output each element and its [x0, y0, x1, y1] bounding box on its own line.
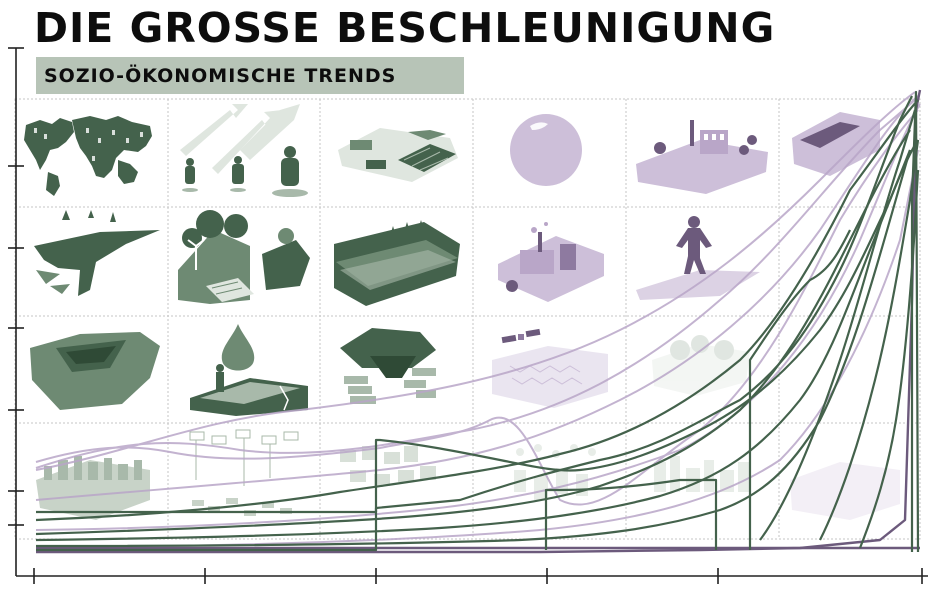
page-subtitle: SOZIO-ÖKONOMISCHE TRENDS	[44, 64, 397, 87]
trend-curve	[35, 95, 919, 501]
telecommunication-satellite-icon	[492, 328, 608, 408]
aviation-airplane-icon	[34, 210, 160, 296]
urbanisation-arrows-people-icon	[180, 104, 308, 197]
dam-landscape-icon	[792, 112, 880, 176]
globe-sphere-icon	[510, 114, 582, 186]
agriculture-fields-icon	[338, 128, 458, 182]
chemistry-factory-icon	[498, 222, 604, 302]
trend-curve	[35, 99, 916, 469]
city-buildings-icon	[36, 456, 150, 520]
forest-faded-icon	[652, 335, 750, 396]
tourism-person-icon	[636, 216, 760, 300]
trend-curve	[544, 478, 718, 550]
trend-curve	[35, 103, 921, 531]
x-axis	[16, 568, 928, 584]
fertilizer-funnel-icon	[340, 328, 436, 404]
trend-curve	[35, 129, 911, 536]
trend-curve	[748, 229, 851, 550]
trend-curve	[759, 109, 917, 541]
trend-curve	[36, 95, 913, 514]
trend-curve	[35, 99, 919, 522]
mining-pit-icon	[30, 332, 160, 410]
industry-factory-icon	[636, 120, 768, 194]
trend-curves	[35, 89, 922, 554]
trend-curve	[35, 149, 912, 548]
settlement-houses-icon	[340, 446, 436, 486]
trend-curve	[35, 139, 919, 542]
trend-curve	[36, 149, 912, 552]
water-use-drop-icon	[190, 324, 308, 416]
mining-earth-layers-icon	[334, 220, 460, 306]
trend-curve	[35, 91, 916, 471]
y-axis	[8, 47, 24, 576]
trend-curve	[819, 139, 920, 541]
trend-curve	[35, 149, 919, 549]
trend-curve	[910, 90, 920, 553]
world-population-map-icon	[24, 116, 152, 196]
transport-vehicles-icon	[189, 429, 299, 516]
roof-buildings-faded-icon	[790, 462, 900, 520]
page-title: DIE GROSSE BESCHLEUNIGUNG	[34, 4, 776, 52]
subtitle-banner: SOZIO-ÖKONOMISCHE TRENDS	[36, 57, 464, 94]
energy-wind-solar-icon	[178, 210, 310, 304]
trend-curve	[36, 89, 922, 554]
